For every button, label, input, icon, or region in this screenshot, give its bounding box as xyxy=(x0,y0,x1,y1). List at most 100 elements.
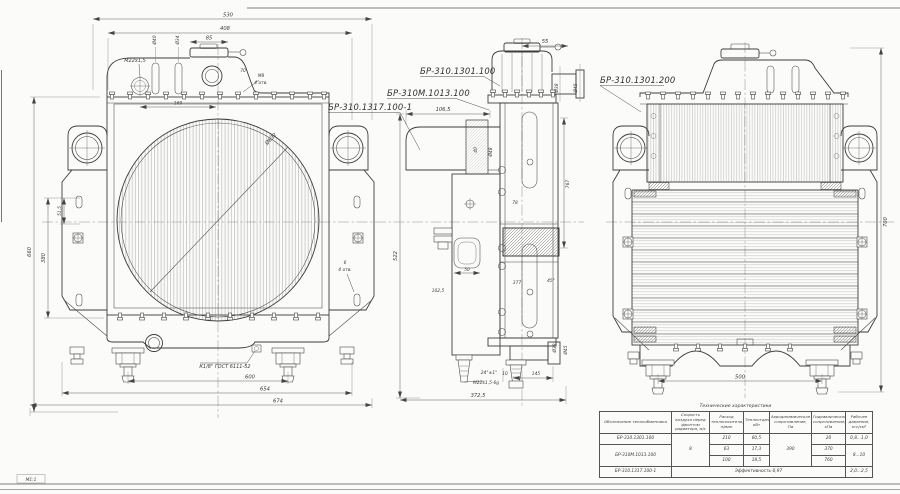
row2-designation: БР-310М.1013.100 xyxy=(599,444,672,467)
side-view: 106,5 40 Ø48 55 Ø38 Ø45 522 767 78 377 5… xyxy=(393,38,585,408)
sheet-frame: М1:1 xyxy=(0,7,900,490)
drain-stud xyxy=(455,354,473,361)
table-row: БР-310.1317.100-1 Эффективность-0,97 2,0… xyxy=(599,466,873,478)
dim-102-5: 102,5 xyxy=(432,288,445,294)
col-hydraulic-resistance: Гидравлическое сопротивление, кПа xyxy=(811,411,846,434)
dim-145: 145 xyxy=(532,371,541,377)
dim-thread-boss: М22х1,5 xyxy=(124,58,146,64)
row3-designation: БР-310.1317.100-1 xyxy=(599,466,672,478)
dim-d34: Ø34 xyxy=(174,35,181,45)
front-bottom-tank xyxy=(69,312,355,383)
side-dimensions: 106,5 40 Ø48 55 Ø38 Ø45 522 767 78 377 5… xyxy=(393,39,581,404)
front-left-bracket xyxy=(61,125,108,337)
row1-hydraulic: 20 xyxy=(811,433,846,445)
row2b-flow: 100 xyxy=(709,455,744,467)
row2b-hydraulic: 760 xyxy=(811,455,846,467)
dim-70: 70 xyxy=(240,68,246,74)
rear-dimensions: 500 700 xyxy=(657,47,889,393)
note-gost-plug: К1/8" ГОСТ 6111-52 xyxy=(199,364,250,370)
dim-d45-top: Ø45 xyxy=(572,83,579,93)
dim-rear-feet-500: 500 xyxy=(735,375,746,381)
row2-pressure: 8...10 xyxy=(845,444,873,467)
side-inlet-elbow xyxy=(405,119,500,175)
rear-bottom-tank xyxy=(627,343,863,395)
dim-d38-bottom: Ø38 xyxy=(551,343,558,353)
side-top-tank xyxy=(491,38,585,99)
dim-rear-height-700: 700 xyxy=(883,216,889,227)
air-speed-value: 8 xyxy=(671,433,710,467)
rear-top-tank xyxy=(639,43,849,105)
part-callouts: БР-310.1301.100 БР-310М.1013.100 БР-310.… xyxy=(328,66,675,151)
col-designation: Обозначение теплообменника xyxy=(599,411,672,434)
filler-cap xyxy=(189,47,229,58)
side-top-bolt-row xyxy=(490,89,556,98)
note-thread-m22: М22х1,5-6g xyxy=(473,380,499,386)
drain-plug xyxy=(251,344,262,353)
dim-522: 522 xyxy=(393,251,399,261)
dim-50: 50 xyxy=(464,267,470,273)
dim-pipe-40: 40 xyxy=(473,147,479,153)
rear-right-bracket xyxy=(840,125,878,351)
oil-cooler-section xyxy=(502,227,560,257)
dim-767: 767 xyxy=(565,180,571,189)
dim-654: 654 xyxy=(260,387,270,393)
side-outlet-pipe-bottom xyxy=(509,345,549,361)
dim-pipe-48: Ø48 xyxy=(487,147,494,157)
dim-78: 78 xyxy=(512,200,518,206)
rear-lower-core xyxy=(631,189,859,346)
fan-diameter-line xyxy=(149,146,289,293)
dim-372-5: 372,5 xyxy=(471,393,487,399)
callout-radiator-assembly: БР-310.1301.100 xyxy=(420,66,495,76)
dim-380: 380 xyxy=(41,252,47,263)
rear-view: 500 700 xyxy=(606,42,896,398)
callout-heater-core: БР-310.1317.100-1 xyxy=(328,102,412,112)
side-bracket-plate xyxy=(433,173,501,356)
table-row: БР-310М.1013.100 63 17,3 370 8...10 xyxy=(599,444,873,467)
dim-front-overall-width: 530 xyxy=(223,13,234,19)
spec-header-row: Обозначение теплообменника Скорость возд… xyxy=(599,411,873,434)
note-6-holes: 4 отв. xyxy=(338,267,351,273)
dim-top-55: 55 xyxy=(542,39,549,45)
row1-heat: 60,5 xyxy=(743,433,770,445)
side-edge-bolts xyxy=(498,166,506,336)
dim-d40: Ø40 xyxy=(151,35,158,45)
front-view: 530 408 М22х1,5 Ø40 Ø34 85 70 М8 4 отв. … xyxy=(27,13,584,418)
note-24deg: 24°±1° xyxy=(481,370,497,376)
table-row: БР-310.1301.100 8 210 60,5 390 20 0,8...… xyxy=(599,433,873,467)
aero-resistance-value: 390 xyxy=(769,433,812,467)
row3-pressure: 2,0...2,5 xyxy=(845,466,873,478)
note-m8-holes: 4 отв. xyxy=(254,80,267,86)
dim-feet-600: 600 xyxy=(245,375,256,381)
dim-51-5: 51,5 xyxy=(57,206,63,216)
dim-10: 10 xyxy=(502,371,508,377)
row2a-heat: 17,3 xyxy=(743,444,770,456)
dim-674: 674 xyxy=(273,399,283,405)
col-working-pressure: Рабочее давление, кгс/см² xyxy=(845,411,873,434)
front-dimensions: 530 408 М22х1,5 Ø40 Ø34 85 70 М8 4 отв. … xyxy=(27,13,373,416)
note-6: 6 xyxy=(344,260,347,266)
row1-designation: БР-310.1301.100 xyxy=(599,433,672,445)
front-right-bracket xyxy=(328,125,375,337)
callout-rear-tank: БР-310.1301.200 xyxy=(600,75,675,85)
spec-table-title: Технические характеристики xyxy=(699,404,772,409)
front-top-tank xyxy=(106,43,330,104)
dim-377: 377 xyxy=(513,280,522,286)
rear-left-bracket xyxy=(612,125,650,351)
rear-upper-core xyxy=(646,103,844,191)
row2a-hydraulic: 370 xyxy=(811,444,846,456)
overflow-tube xyxy=(151,62,160,95)
fan-opening xyxy=(116,118,320,322)
rear-top-bolt-row xyxy=(645,91,846,100)
row2a-flow: 63 xyxy=(709,444,744,456)
note-m8: М8 xyxy=(258,73,265,79)
dim-d45-bottom: Ø45 xyxy=(562,345,569,355)
callout-oil-cooler: БР-310М.1013.100 xyxy=(387,88,470,98)
col-air-speed: Скорость воздуха перед фронтом радиатора… xyxy=(671,411,710,434)
row1-flow: 210 xyxy=(709,433,744,445)
col-heat-output: Теплоотдача, кВт xyxy=(743,411,770,434)
dim-cap-85: 85 xyxy=(206,36,213,42)
scale-mark: М1:1 xyxy=(26,477,37,483)
filler-neck xyxy=(201,65,223,87)
